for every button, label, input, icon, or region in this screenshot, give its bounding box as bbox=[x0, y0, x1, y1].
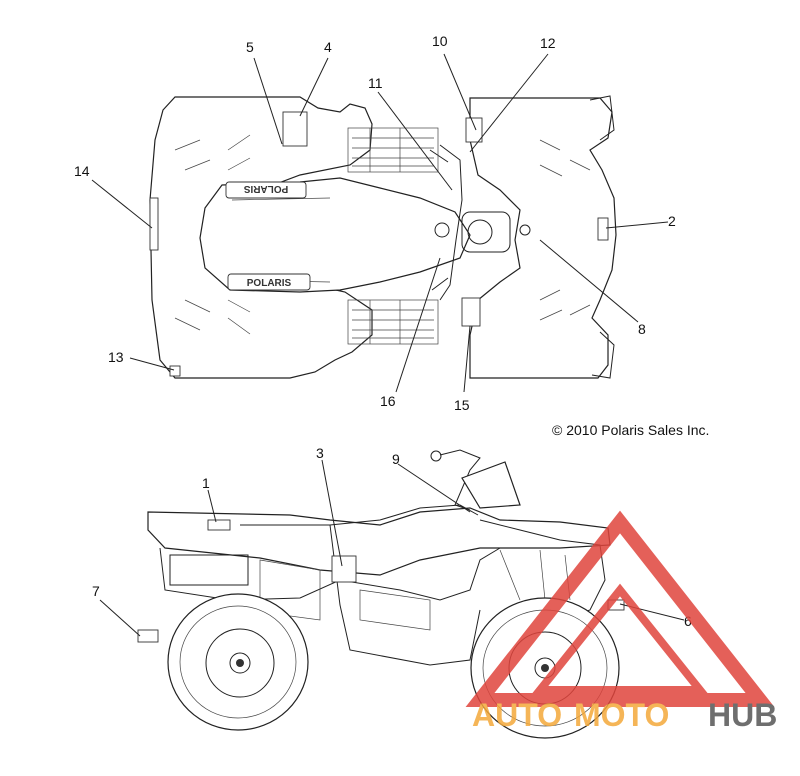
footrest-lower bbox=[347, 299, 439, 345]
top-view-atv: POLARIS POLARIS bbox=[149, 95, 617, 379]
callout-2: 2 bbox=[668, 213, 676, 229]
rear-brand-text: POLARIS bbox=[243, 183, 288, 194]
side-view-atv bbox=[137, 449, 625, 739]
callout-9: 9 bbox=[392, 451, 400, 467]
callout-15: 15 bbox=[454, 397, 470, 413]
rear-wheel bbox=[167, 593, 309, 731]
callout-11: 11 bbox=[368, 75, 383, 91]
front-fender bbox=[469, 97, 617, 379]
decal-3 bbox=[331, 555, 357, 583]
watermark-auto: AUTO bbox=[472, 697, 562, 733]
rear-box bbox=[169, 554, 249, 586]
callout-7: 7 bbox=[92, 583, 100, 599]
decal-4 bbox=[282, 111, 308, 147]
rear-rack bbox=[147, 507, 611, 576]
rear-seat-decal: POLARIS POLARIS bbox=[225, 181, 311, 291]
callout-6: 6 bbox=[684, 613, 692, 629]
callout-5: 5 bbox=[246, 39, 254, 55]
callout-16: 16 bbox=[380, 393, 396, 409]
callout-13: 13 bbox=[108, 349, 124, 365]
decal-10 bbox=[465, 117, 483, 143]
callout-8: 8 bbox=[638, 321, 646, 337]
front-brand-text: POLARIS bbox=[247, 278, 292, 289]
callout-12: 12 bbox=[540, 35, 556, 51]
decal-1 bbox=[207, 519, 231, 531]
leader-lines bbox=[91, 53, 685, 637]
watermark-hub: HUB bbox=[708, 697, 777, 733]
callout-10: 10 bbox=[432, 33, 448, 49]
decal-7 bbox=[137, 629, 159, 643]
handlebar-side bbox=[430, 449, 521, 511]
copyright-notice: © 2010 Polaris Sales Inc. bbox=[552, 422, 710, 438]
footrest-upper bbox=[347, 127, 439, 173]
seat bbox=[199, 177, 471, 293]
callout-1: 1 bbox=[202, 475, 210, 491]
callout-14: 14 bbox=[74, 163, 90, 179]
callout-labels: 5 4 10 12 11 14 2 8 13 16 15 1 3 9 7 6 bbox=[74, 33, 692, 629]
callout-3: 3 bbox=[316, 445, 324, 461]
decal-2 bbox=[597, 217, 609, 241]
decal-13 bbox=[169, 365, 181, 377]
decal-15 bbox=[461, 297, 481, 327]
handlebar-top bbox=[429, 144, 531, 301]
watermark-moto: MOTO bbox=[574, 697, 669, 733]
callout-4: 4 bbox=[324, 39, 332, 55]
decal-14 bbox=[149, 197, 159, 251]
watermark-logo: AUTO MOTO HUB bbox=[465, 510, 777, 733]
